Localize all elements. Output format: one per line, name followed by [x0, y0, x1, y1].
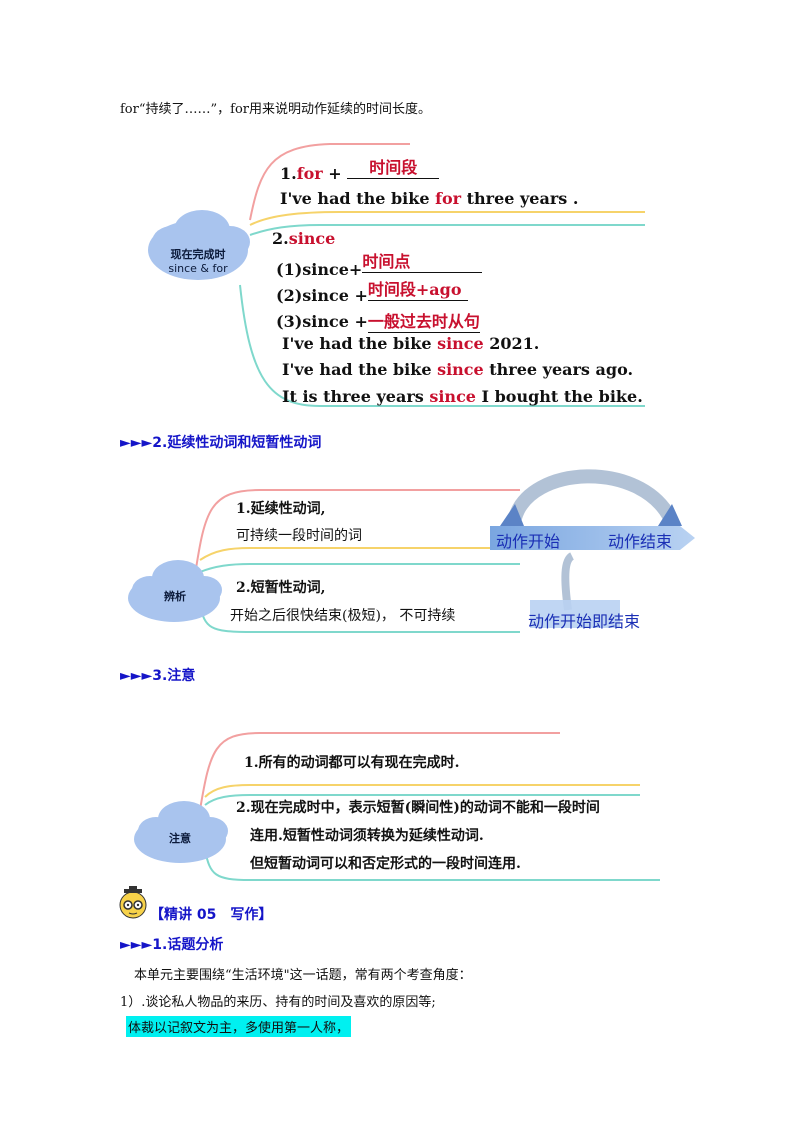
paragraph-3-highlight: 体裁以记叙文为主，多使用第一人称， [126, 1016, 352, 1037]
arrow2-label: 动作开始即结束 [528, 612, 641, 631]
since-example-2: I've had the bike since three years ago. [282, 360, 634, 379]
paragraph-1: 本单元主要围绕“生活环境"这一话题，常有两个考查角度： [134, 968, 472, 983]
duration-diagram [490, 469, 695, 628]
mindmap3-branches [134, 732, 660, 881]
mindmap2-branches [128, 489, 520, 633]
section-2-title: ►►►2.延续性动词和短暂性动词 [120, 435, 322, 451]
for-rule: 1.for + 时间段 [280, 158, 440, 185]
cloud-shape-3 [134, 801, 228, 863]
mindmap1-branches [148, 143, 645, 407]
cloud-shape [148, 210, 250, 280]
since-heading: 2.since [272, 229, 336, 248]
paragraph-2: 1）.谈论私人物品的来历、持有的时间及喜欢的原因等; [120, 995, 436, 1010]
item2-line1: 2.短暂性动词, [236, 580, 326, 596]
since-example-1: I've had the bike since 2021. [282, 334, 540, 353]
section-4-title: ►►►1.话题分析 [120, 937, 224, 953]
rule3-blank: 一般过去时从句 [367, 308, 480, 333]
arrow1-end: 动作结束 [608, 532, 673, 551]
lecture-heading: 【精讲 05 写作】 [150, 907, 273, 923]
item1-line1: 1.延续性动词, [236, 501, 326, 517]
rule2-blank: 时间段+ago [367, 276, 468, 301]
cloud-label-3: 注意 [169, 832, 191, 845]
note-2-line3: 但短暂动词可以和否定形式的一段时间连用. [250, 856, 521, 872]
cloud-line1: 现在完成时 [170, 248, 226, 261]
for-example: I've had the bike for three years . [280, 189, 579, 208]
glasses-face-icon [119, 886, 147, 919]
for-kw: for [296, 164, 323, 183]
item1-line2: 可持续一段时间的词 [236, 528, 362, 544]
arrow1-start: 动作开始 [496, 532, 561, 551]
for-blank: 时间段 [347, 154, 440, 179]
note-1: 1.所有的动词都可以有现在完成时. [244, 755, 460, 771]
cloud-label-1: 现在完成时 since & for [160, 246, 236, 275]
note-2-line2: 连用.短暂性动词须转换为延续性动词. [250, 828, 484, 844]
rule1-blank: 时间点 [362, 248, 483, 273]
since-rule-3: (3)since +一般过去时从句 [276, 308, 480, 333]
cloud-shape-2 [128, 560, 222, 622]
since-rule-2: (2)since +时间段+ago [276, 280, 468, 307]
intro-text: for“持续了……”，for用来说明动作延续的时间长度。 [120, 102, 431, 117]
item2-line2: 开始之后很快结束(极短)， 不可持续 [230, 608, 456, 624]
section-3-title: ►►►3.注意 [120, 668, 196, 684]
note-2-line1: 2.现在完成时中，表示短暂(瞬间性)的动词不能和一段时间 [236, 800, 600, 816]
cloud-label-2: 辨析 [164, 590, 186, 603]
since-example-3: It is three years since I bought the bik… [282, 387, 643, 406]
since-rule-1: (1)since+时间点 [276, 252, 483, 281]
cloud-line2: since & for [168, 262, 228, 275]
